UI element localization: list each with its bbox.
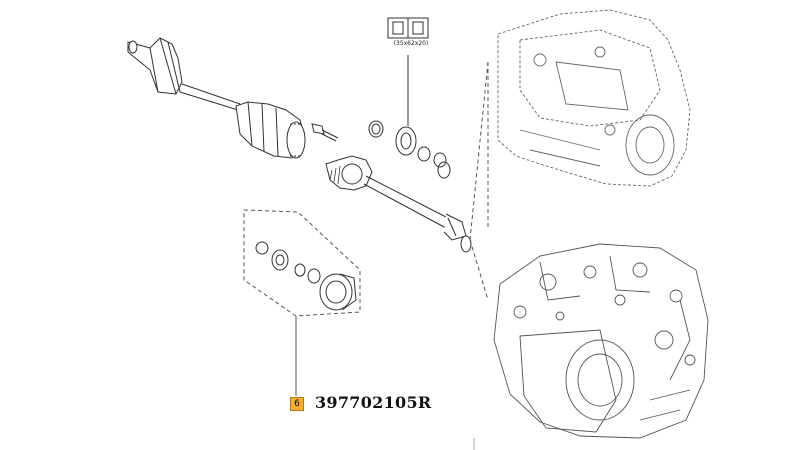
part-number-label[interactable]: 397702105R [315,393,432,412]
connector-lines [469,61,489,301]
inner-cv-joint [235,101,306,159]
bearing-spec-icon [387,17,429,39]
callout-number-badge[interactable]: 6 [290,397,304,411]
outer-cv-joint [127,37,183,95]
upper-bearing-group [368,120,451,179]
bearing-size-label: (35x62x20) [393,40,429,47]
kit-outline [243,209,361,317]
kit-parts [255,241,357,311]
upper-gearbox-illustration [497,9,691,187]
bolt [311,123,339,142]
intermediate-shaft [325,155,472,253]
lower-gearbox-illustration [493,243,709,439]
